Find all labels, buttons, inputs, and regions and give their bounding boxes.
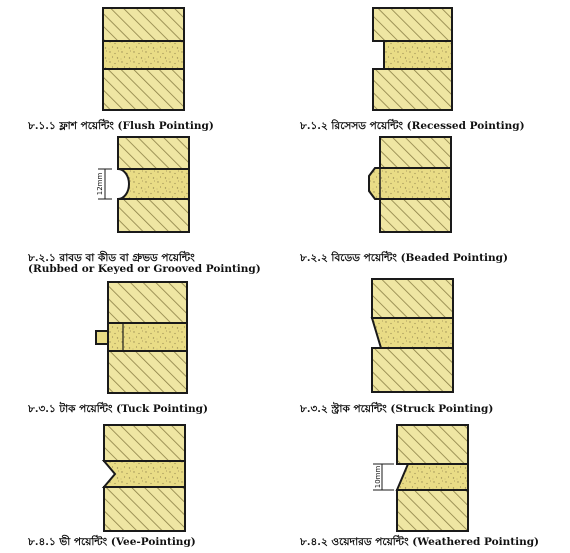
- caption-weathered-pointing: ৮.৪.২ ওয়েদারড পয়েন্টিং (Weathered Poin…: [300, 536, 540, 548]
- dimension-label: 10mm: [374, 466, 382, 489]
- figure-rubbed-pointing: 12mm: [96, 136, 190, 233]
- brick-top: [102, 7, 185, 42]
- figure-weathered-pointing: 10mm: [373, 424, 469, 532]
- caption-tuck-pointing: ৮.৩.১ টাক পয়েন্টিং (Tuck Pointing): [28, 403, 208, 415]
- mortar-joint: [370, 317, 454, 349]
- brick-top: [117, 136, 190, 170]
- brick-top: [379, 136, 452, 169]
- brick-top: [396, 424, 469, 465]
- brick-top: [371, 278, 454, 319]
- brick-bottom: [379, 198, 452, 233]
- caption-recessed-pointing: ৮.১.২ রিসেসড পয়েন্টিং (Recessed Pointin…: [300, 120, 525, 132]
- caption-line-1: ৮.২.১ রাবড বা কীড বা গ্রুভড পয়েন্টিং: [28, 252, 195, 264]
- brick-bottom: [117, 198, 190, 233]
- caption-rubbed-pointing: ৮.২.১ রাবড বা কীড বা গ্রুভড পয়েন্টিং (R…: [28, 253, 261, 275]
- figure-flush-pointing: [102, 7, 185, 111]
- caption-line-2: (Rubbed or Keyed or Grooved Pointing): [28, 263, 261, 275]
- mortar-joint: [101, 460, 186, 488]
- caption-vee-pointing: ৮.৪.১ ভী পয়েন্টিং (Vee-Pointing): [28, 536, 196, 548]
- brick-top: [372, 7, 453, 42]
- brick-bottom: [107, 350, 188, 394]
- brick-bottom: [102, 68, 185, 111]
- brick-bottom: [396, 489, 469, 532]
- figure-tuck-pointing: [95, 281, 188, 394]
- figure-vee-pointing: [101, 424, 186, 532]
- figure-struck-pointing: [370, 278, 454, 393]
- mortar-joint: [368, 167, 452, 200]
- mortar-joint: [107, 322, 188, 352]
- brick-top: [107, 281, 188, 324]
- brick-bottom: [371, 347, 454, 393]
- mortar-joint: [102, 40, 185, 70]
- mortar-joint: [383, 40, 453, 70]
- mortar-joint: [395, 463, 469, 491]
- caption-flush-pointing: ৮.১.১ ফ্লাশ পয়েন্টিং (Flush Pointing): [28, 120, 214, 132]
- figure-recessed-pointing: [372, 7, 453, 111]
- caption-beaded-pointing: ৮.২.২ বিডেড পয়েন্টিং (Beaded Pointing): [300, 252, 508, 264]
- brick-bottom: [372, 68, 453, 111]
- caption-struck-pointing: ৮.৩.২ স্ট্রাক পয়েন্টিং (Struck Pointing…: [300, 403, 494, 415]
- brick-bottom: [103, 486, 186, 532]
- mortar-joint: [117, 168, 190, 200]
- tuck-projection: [95, 330, 109, 345]
- figure-beaded-pointing: [368, 136, 452, 233]
- brick-top: [103, 424, 186, 462]
- dimension-label: 12mm: [96, 173, 104, 196]
